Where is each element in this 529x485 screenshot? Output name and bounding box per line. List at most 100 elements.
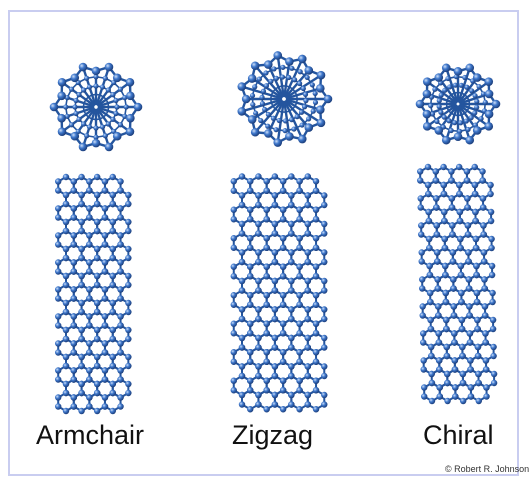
atom xyxy=(280,65,285,70)
atom xyxy=(432,87,437,92)
atom xyxy=(459,326,465,332)
atom xyxy=(63,174,69,180)
atom xyxy=(475,326,481,332)
atom xyxy=(457,209,463,215)
atom xyxy=(247,207,253,213)
atom xyxy=(78,201,84,207)
atom xyxy=(434,249,440,255)
atom xyxy=(272,335,278,341)
atom xyxy=(263,378,269,384)
atom xyxy=(289,66,294,71)
atom xyxy=(117,205,123,211)
atom xyxy=(78,327,84,333)
atom xyxy=(446,118,451,123)
atom xyxy=(429,380,435,386)
atom xyxy=(454,67,463,76)
atom xyxy=(485,110,494,119)
atom xyxy=(288,173,294,179)
atom xyxy=(255,192,261,198)
atom xyxy=(81,121,86,126)
atom xyxy=(253,111,258,116)
atom xyxy=(436,357,442,363)
atom xyxy=(102,367,108,373)
atom xyxy=(450,285,456,291)
atom xyxy=(247,387,253,393)
atom xyxy=(102,340,108,346)
atom xyxy=(231,188,237,194)
atom xyxy=(231,235,237,241)
atom xyxy=(55,394,61,400)
atom xyxy=(459,353,465,359)
atom xyxy=(117,187,123,193)
atom xyxy=(427,290,433,296)
atom xyxy=(288,401,294,407)
atom xyxy=(117,322,123,328)
atom xyxy=(482,303,488,309)
atom xyxy=(231,378,237,384)
atom xyxy=(117,313,123,319)
atom xyxy=(272,363,278,369)
atom xyxy=(71,349,77,355)
atom xyxy=(313,216,319,222)
atom xyxy=(434,258,440,264)
atom xyxy=(481,249,487,255)
atom xyxy=(459,83,464,88)
atom xyxy=(460,371,466,377)
atom xyxy=(288,192,294,198)
atom xyxy=(78,174,84,180)
atom xyxy=(280,235,286,241)
atom xyxy=(423,110,432,119)
atom xyxy=(86,313,92,319)
atom xyxy=(239,287,245,293)
atom xyxy=(271,116,276,121)
atom xyxy=(280,264,286,270)
atom xyxy=(263,387,269,393)
atom xyxy=(474,105,479,110)
atom xyxy=(296,387,302,393)
atom xyxy=(434,73,443,82)
atom xyxy=(63,327,69,333)
atom xyxy=(434,222,440,228)
atom xyxy=(313,359,319,365)
atom xyxy=(473,218,479,224)
atom xyxy=(86,340,92,346)
atom xyxy=(110,336,116,342)
atom xyxy=(444,344,450,350)
atom xyxy=(423,90,432,99)
atom xyxy=(442,245,448,251)
atom xyxy=(263,292,269,298)
atom xyxy=(475,371,481,377)
atom xyxy=(110,363,116,369)
atom xyxy=(280,273,286,279)
atom xyxy=(102,403,108,409)
atom xyxy=(280,321,286,327)
atom xyxy=(110,300,116,306)
armchair-end-view xyxy=(50,63,143,151)
atom xyxy=(117,376,123,382)
atom xyxy=(63,104,68,109)
atom xyxy=(263,178,269,184)
atom xyxy=(86,205,92,211)
atom xyxy=(239,392,245,398)
atom xyxy=(480,195,486,201)
atom xyxy=(476,380,482,386)
atom xyxy=(263,216,269,222)
atom xyxy=(102,394,108,400)
atom xyxy=(231,330,237,336)
atom xyxy=(458,299,464,305)
atom xyxy=(451,303,457,309)
atom xyxy=(423,77,432,86)
atom xyxy=(274,127,279,132)
atom xyxy=(472,110,477,115)
atom xyxy=(316,84,325,93)
atom xyxy=(296,273,302,279)
atom xyxy=(272,202,278,208)
atom xyxy=(296,330,302,336)
atom xyxy=(453,83,458,88)
atom xyxy=(113,98,118,103)
atom xyxy=(247,321,253,327)
atom xyxy=(472,191,478,197)
atom xyxy=(125,255,131,261)
atom xyxy=(305,373,311,379)
atom xyxy=(280,359,286,365)
